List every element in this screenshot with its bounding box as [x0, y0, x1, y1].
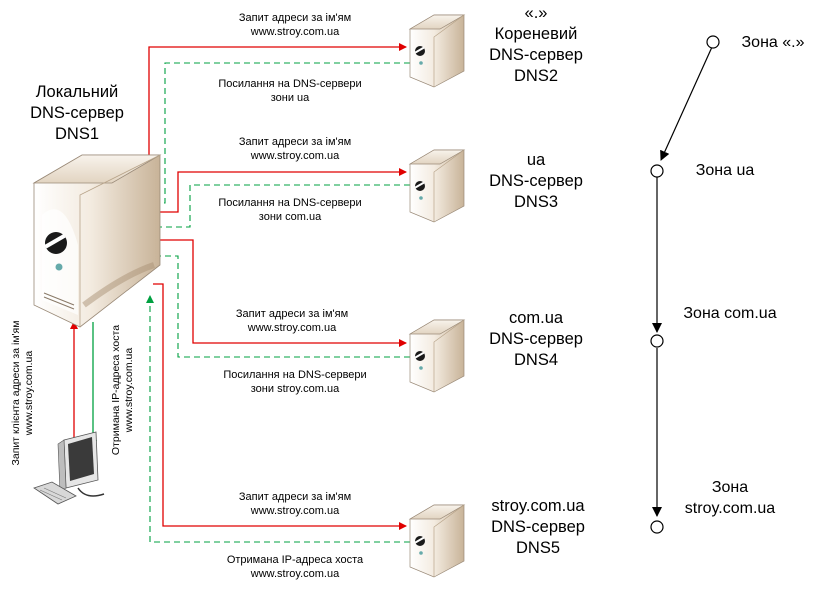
client-request-label-line2: www.stroy.com.ua	[23, 350, 35, 436]
server-icon-dns5	[408, 504, 466, 578]
response-label-dns2-line1: Посилання на DNS-сервери	[218, 78, 362, 90]
client-request-label: Запит клієнта адреси за ім'ям www.stroy.…	[10, 308, 36, 478]
server-label-dns4-line2: DNS-сервер	[489, 330, 583, 348]
server-icon-dns2	[408, 14, 466, 88]
response-label-dns4: Посилання на DNS-сервери зони stroy.com.…	[205, 368, 385, 396]
response-arrow-dns3	[141, 184, 410, 231]
response-label-dns5: Отримана IP-адреса хоста www.stroy.com.u…	[205, 553, 385, 581]
server-label-dns3-line2: DNS-сервер	[489, 172, 583, 190]
server-label-dns4: com.ua DNS-сервер DNS4	[476, 308, 596, 371]
query-label-dns2-line1: Запит адреси за ім'ям	[238, 12, 352, 24]
query-arrow-dns3	[153, 168, 407, 213]
response-label-dns4-line2: зони stroy.com.ua	[250, 383, 340, 395]
client-result-label: Отримана IP-адреса хоста www.stroy.com.u…	[110, 315, 136, 465]
response-label-dns5-line1: Отримана IP-адреса хоста	[226, 554, 364, 566]
zone-label-stroy-line1: Зона	[711, 479, 749, 496]
query-label-dns4-line2: www.stroy.com.ua	[247, 322, 337, 334]
zone-label-comua: Зона com.ua	[683, 305, 777, 322]
server-label-dns2-line4: DNS2	[513, 67, 558, 85]
query-label-dns2: Запит адреси за ім'ям www.stroy.com.ua	[210, 11, 380, 39]
response-label-dns3: Посилання на DNS-сервери зони com.ua	[200, 196, 380, 224]
client-computer-icon	[33, 431, 105, 505]
query-arrow-dns2	[148, 43, 407, 183]
query-label-dns5-line1: Запит адреси за ім'ям	[238, 491, 352, 503]
zone-label-stroy: Зона stroy.com.ua	[670, 477, 790, 519]
zone-node-comua	[650, 334, 664, 348]
server-label-dns3: ua DNS-сервер DNS3	[476, 150, 596, 213]
response-label-dns4-line1: Посилання на DNS-сервери	[223, 369, 367, 381]
server-label-dns5-line2: DNS-сервер	[491, 518, 585, 536]
query-label-dns4-line1: Запит адреси за ім'ям	[235, 308, 349, 320]
server-label-dns5-line3: DNS5	[515, 539, 560, 557]
client-result-label-line2: www.stroy.com.ua	[123, 347, 135, 433]
response-label-dns5-line2: www.stroy.com.ua	[250, 568, 340, 580]
local-server-icon	[32, 154, 162, 328]
server-label-dns3-line1: ua	[526, 151, 546, 169]
zone-node-stroy	[650, 520, 664, 534]
client-result-label-line1: Отримана IP-адреса хоста	[110, 324, 122, 456]
server-label-dns2-line1: «.»	[524, 4, 548, 22]
response-arrow-dns2	[141, 62, 410, 207]
zone-node-ua	[650, 164, 664, 178]
query-label-dns5: Запит адреси за ім'ям www.stroy.com.ua	[210, 490, 380, 518]
local-server-label: Локальний DNS-сервер DNS1	[14, 82, 140, 145]
response-label-dns2: Посилання на DNS-сервери зони ua	[200, 77, 380, 105]
local-server-label-line2: DNS-сервер	[30, 104, 124, 122]
query-label-dns4: Запит адреси за ім'ям www.stroy.com.ua	[207, 307, 377, 335]
local-server-label-line1: Локальний	[35, 83, 119, 101]
server-icon-dns4	[408, 319, 466, 393]
query-label-dns2-line2: www.stroy.com.ua	[250, 26, 340, 38]
server-label-dns3-line3: DNS3	[513, 193, 558, 211]
client-request-label-line1: Запит клієнта адреси за ім'ям	[10, 320, 22, 466]
server-icon-dns3	[408, 149, 466, 223]
server-label-dns2-line3: DNS-сервер	[489, 46, 583, 64]
query-arrow-dns5	[153, 283, 407, 530]
query-label-dns3: Запит адреси за ім'ям www.stroy.com.ua	[210, 135, 380, 163]
zone-label-root: Зона «.»	[741, 34, 805, 51]
server-label-dns4-line3: DNS4	[513, 351, 558, 369]
server-label-dns4-line1: com.ua	[508, 309, 564, 327]
zone-node-root	[706, 35, 720, 49]
response-label-dns3-line2: зони com.ua	[258, 211, 322, 223]
zone-label-ua: Зона ua	[695, 162, 755, 179]
query-label-dns3-line1: Запит адреси за ім'ям	[238, 136, 352, 148]
response-arrow-dns5	[146, 295, 410, 543]
query-label-dns3-line2: www.stroy.com.ua	[250, 150, 340, 162]
server-label-dns5: stroy.com.ua DNS-сервер DNS5	[476, 496, 600, 559]
zone-label-stroy-line2: stroy.com.ua	[684, 500, 776, 517]
server-label-dns2-line2: Кореневий	[494, 25, 578, 43]
query-label-dns5-line2: www.stroy.com.ua	[250, 505, 340, 517]
server-label-dns5-line1: stroy.com.ua	[491, 497, 585, 515]
response-label-dns3-line1: Посилання на DNS-сервери	[218, 197, 362, 209]
local-server-label-line3: DNS1	[54, 125, 99, 143]
response-label-dns2-line2: зони ua	[270, 92, 310, 104]
query-arrow-dns4	[153, 239, 407, 347]
server-label-dns2: «.» Кореневий DNS-сервер DNS2	[476, 3, 596, 87]
zone-edge-root-ua	[660, 46, 713, 161]
